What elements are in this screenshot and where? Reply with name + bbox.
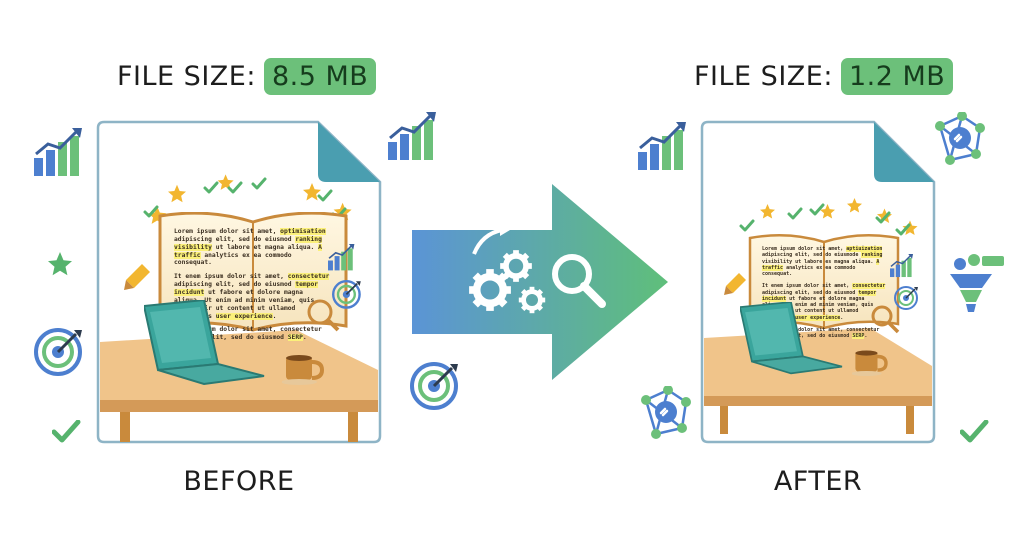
before-file-size: FILE SIZE: 8.5 MB [117, 58, 377, 95]
bar-chart-icon [638, 122, 688, 172]
star-icon [48, 252, 72, 276]
pen-icon [724, 273, 746, 295]
transform-arrow [412, 184, 668, 380]
coffee-icon [282, 353, 324, 387]
after-paragraph-1: Lorem ipsum dolor sit amet, aptiuization… [762, 246, 883, 277]
after-decoration [739, 198, 918, 236]
after-size-badge: 1.2 MB [840, 58, 954, 95]
laptop-icon [144, 300, 265, 385]
check-icon [52, 420, 82, 444]
funnel-icon [950, 254, 1004, 312]
bar-chart-icon [34, 128, 84, 178]
magnifier-small-icon [871, 305, 900, 334]
coffee-icon [852, 348, 888, 378]
before-size-badge: 8.5 MB [263, 58, 377, 95]
after-size-label: FILE SIZE: [694, 61, 833, 92]
before-paragraph-2: It enem ipsum dolor sit amet, consectetu… [174, 273, 330, 320]
before-caption: BEFORE [183, 466, 295, 497]
after-paragraph-3: Lorem ipsum dolor sit amet, consectetur … [762, 326, 880, 339]
magnifier-small-icon [307, 299, 340, 332]
magnifier-icon [552, 254, 606, 308]
before-document: Lorem ipsum dolor sit amet, optimisation… [96, 120, 382, 444]
gears-icon [469, 224, 545, 313]
check-icon [960, 420, 990, 444]
target-icon [34, 328, 84, 376]
laptop-icon [740, 302, 843, 375]
network-icon [933, 112, 986, 167]
pen-icon [124, 264, 150, 290]
after-document: Lorem ipsum dolor sit amet, aptiuization… [700, 120, 936, 444]
star-icon [168, 184, 186, 203]
after-caption: AFTER [773, 466, 863, 497]
target-icon [410, 362, 460, 410]
before-paragraph-1: Lorem ipsum dolor sit amet, optimisation… [174, 228, 326, 267]
before-size-label: FILE SIZE: [117, 61, 256, 92]
before-paragraph-3: Lorem ipsum dolor sit amet, consectetur … [174, 326, 322, 342]
network-icon [639, 386, 692, 441]
before-book-text: Lorem ipsum dolor sit amet, optimisation… [174, 228, 332, 348]
after-file-size: FILE SIZE: 1.2 MB [694, 58, 954, 95]
bar-chart-icon [388, 112, 438, 162]
